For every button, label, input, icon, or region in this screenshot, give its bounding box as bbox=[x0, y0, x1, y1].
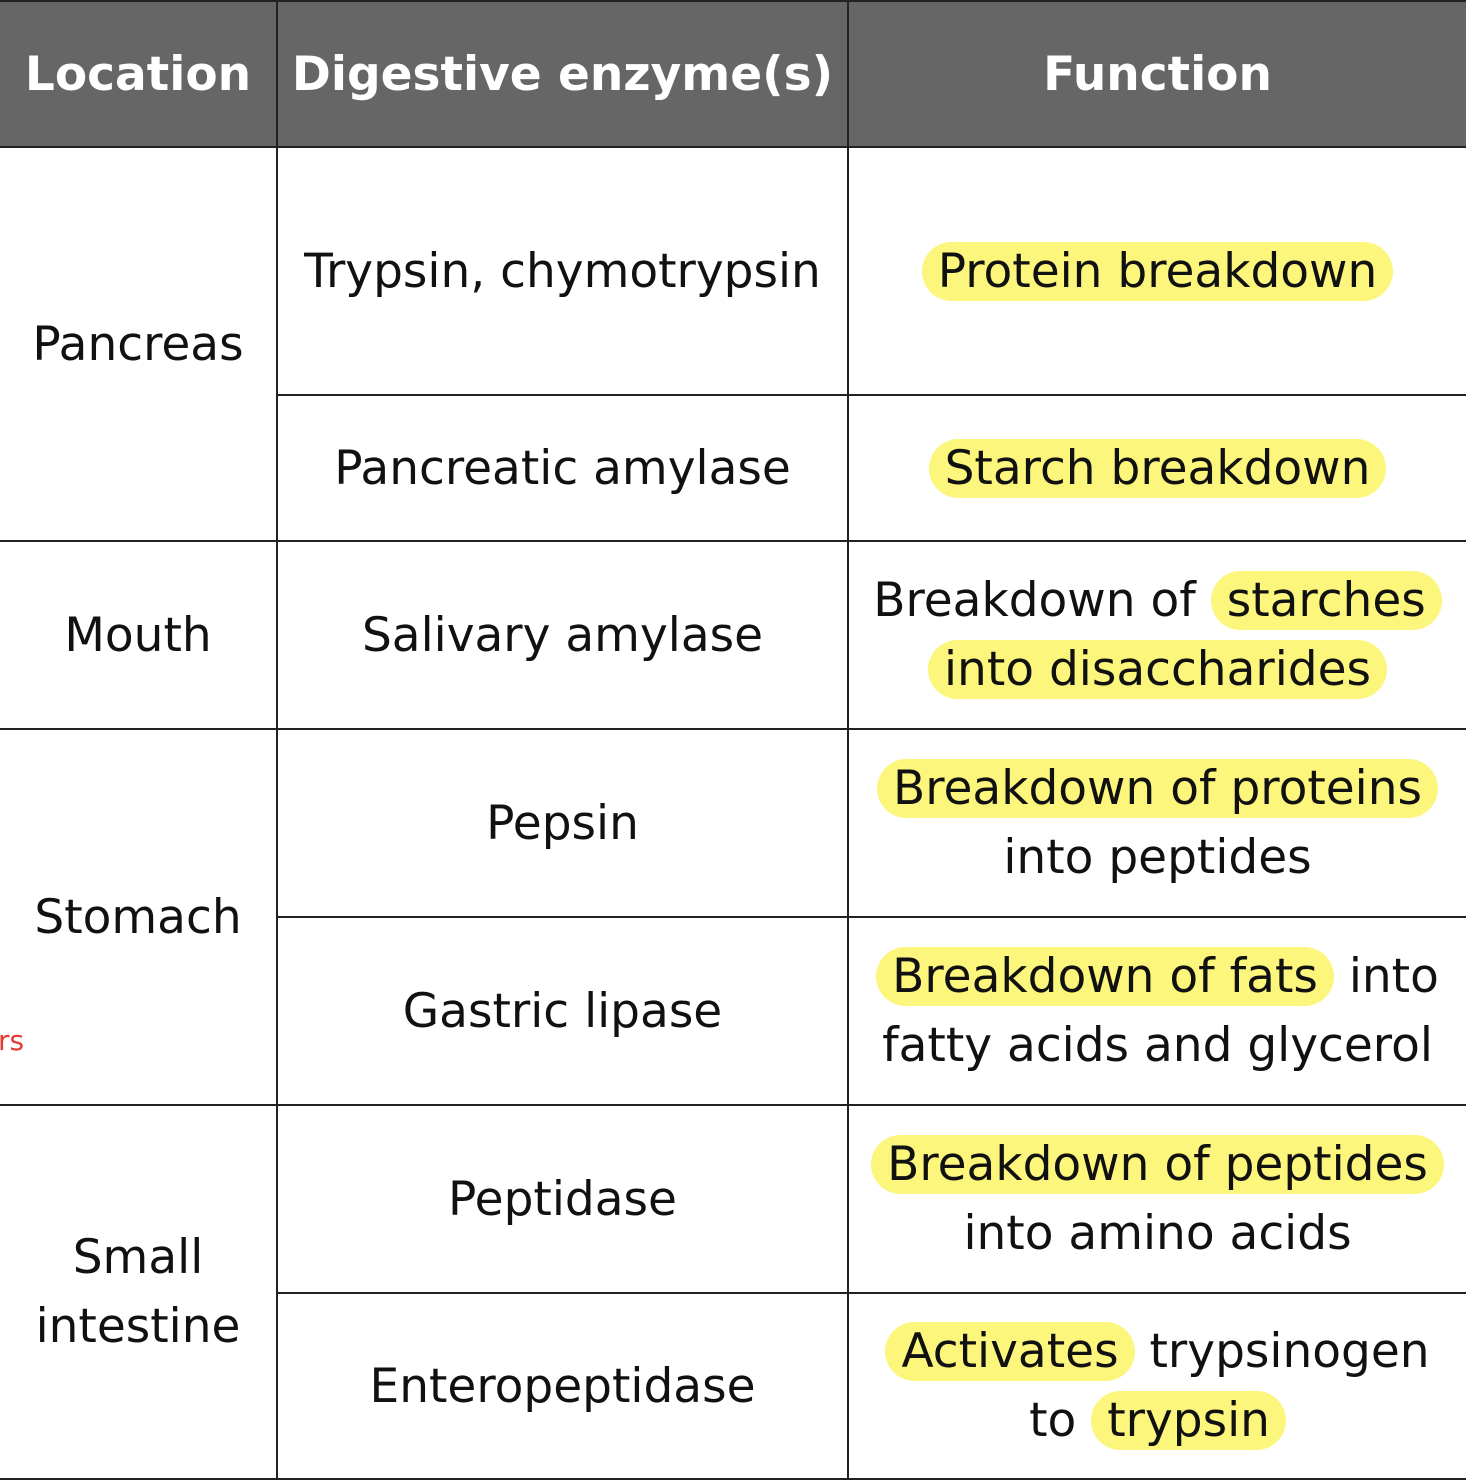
table-row: Small intestine Peptidase Breakdown of p… bbox=[0, 1104, 1466, 1480]
highlighted-text: Protein breakdown bbox=[921, 241, 1394, 301]
function-cell: Breakdown of proteins into peptides bbox=[847, 728, 1466, 918]
highlighted-text: Starch breakdown bbox=[928, 438, 1387, 498]
table-row: Mouth Salivary amylase Breakdown of star… bbox=[0, 540, 1466, 730]
enzyme-cell: Pepsin bbox=[276, 728, 849, 918]
enzyme-cell: Enteropeptidase bbox=[276, 1292, 849, 1480]
location-cell: Small intestine bbox=[0, 1104, 278, 1480]
function-cell: Breakdown of fats into fatty acids and g… bbox=[847, 916, 1466, 1106]
header-function: Function bbox=[847, 0, 1466, 148]
function-cell: Starch breakdown bbox=[847, 394, 1466, 542]
table-row: Stomach Pepsin Breakdown of proteins into… bbox=[0, 728, 1466, 1106]
location-cell: Stomach bbox=[0, 728, 278, 1106]
enzyme-cell: Pancreatic amylase bbox=[276, 394, 849, 542]
highlighted-text: Breakdown of peptides bbox=[871, 1135, 1444, 1194]
header-location: Location bbox=[0, 0, 278, 148]
location-cell: Pancreas bbox=[0, 146, 278, 542]
function-cell: Activates trypsinogen to trypsin bbox=[847, 1292, 1466, 1480]
function-text: into peptides bbox=[1003, 830, 1312, 885]
function-cell: Breakdown of starches into disaccharides bbox=[847, 540, 1466, 730]
table-row: Pancreas Trypsin, chymotrypsin Protein b… bbox=[0, 146, 1466, 542]
header-row: Location Digestive enzyme(s) Function bbox=[0, 0, 1466, 148]
function-text: into fatty acids and glycerol bbox=[882, 949, 1439, 1073]
table-row: Enteropeptidase Activates trypsinogen to… bbox=[0, 1292, 1466, 1480]
table-row: Gastric lipase Breakdown of fats into fa… bbox=[0, 916, 1466, 1106]
function-text: Breakdown of bbox=[873, 573, 1211, 628]
highlighted-text: Activates bbox=[885, 1322, 1135, 1381]
enzyme-cell: Trypsin, chymotrypsin bbox=[276, 146, 849, 396]
table-row: Pancreatic amylase Starch breakdown bbox=[0, 394, 1466, 542]
header-enzymes: Digestive enzyme(s) bbox=[276, 0, 849, 148]
function-cell: Breakdown of peptides into amino acids bbox=[847, 1104, 1466, 1294]
highlighted-text: Breakdown of fats bbox=[876, 947, 1334, 1006]
highlighted-text: trypsin bbox=[1091, 1391, 1286, 1450]
function-cell: Protein breakdown bbox=[847, 146, 1466, 396]
enzyme-cell: Gastric lipase bbox=[276, 916, 849, 1106]
enzyme-cell: Salivary amylase bbox=[276, 540, 849, 730]
function-text: into amino acids bbox=[963, 1206, 1352, 1261]
location-cell: Mouth bbox=[0, 540, 278, 730]
stray-text-fragment: rs bbox=[0, 1024, 25, 1057]
enzyme-cell: Peptidase bbox=[276, 1104, 849, 1294]
highlighted-text: Breakdown of proteins bbox=[876, 759, 1439, 818]
function-text: trypsinogen to bbox=[1029, 1324, 1430, 1448]
